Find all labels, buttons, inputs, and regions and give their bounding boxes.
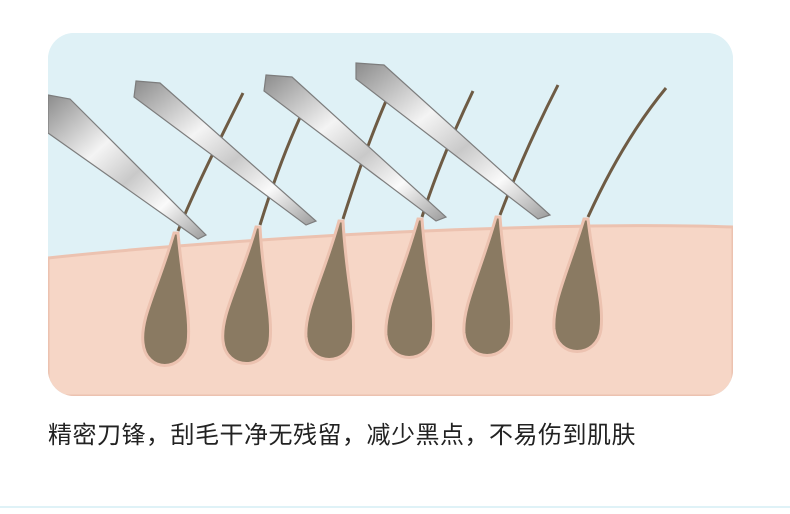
razor-illustration — [48, 33, 733, 396]
razor-blade-icon — [133, 80, 318, 226]
hair-follicle-icon — [462, 84, 560, 357]
hair-follicle-icon — [221, 110, 305, 365]
divider — [0, 506, 790, 508]
shaving-diagram — [48, 33, 733, 396]
razor-blade-icon — [263, 74, 448, 222]
hair-follicle-icon — [552, 87, 668, 353]
razor-blade-icon — [48, 94, 208, 240]
razor-blade-icon — [355, 62, 552, 220]
caption-text: 精密刀锋，刮毛干净无残留，减少黑点，不易伤到肌肤 — [48, 421, 636, 449]
